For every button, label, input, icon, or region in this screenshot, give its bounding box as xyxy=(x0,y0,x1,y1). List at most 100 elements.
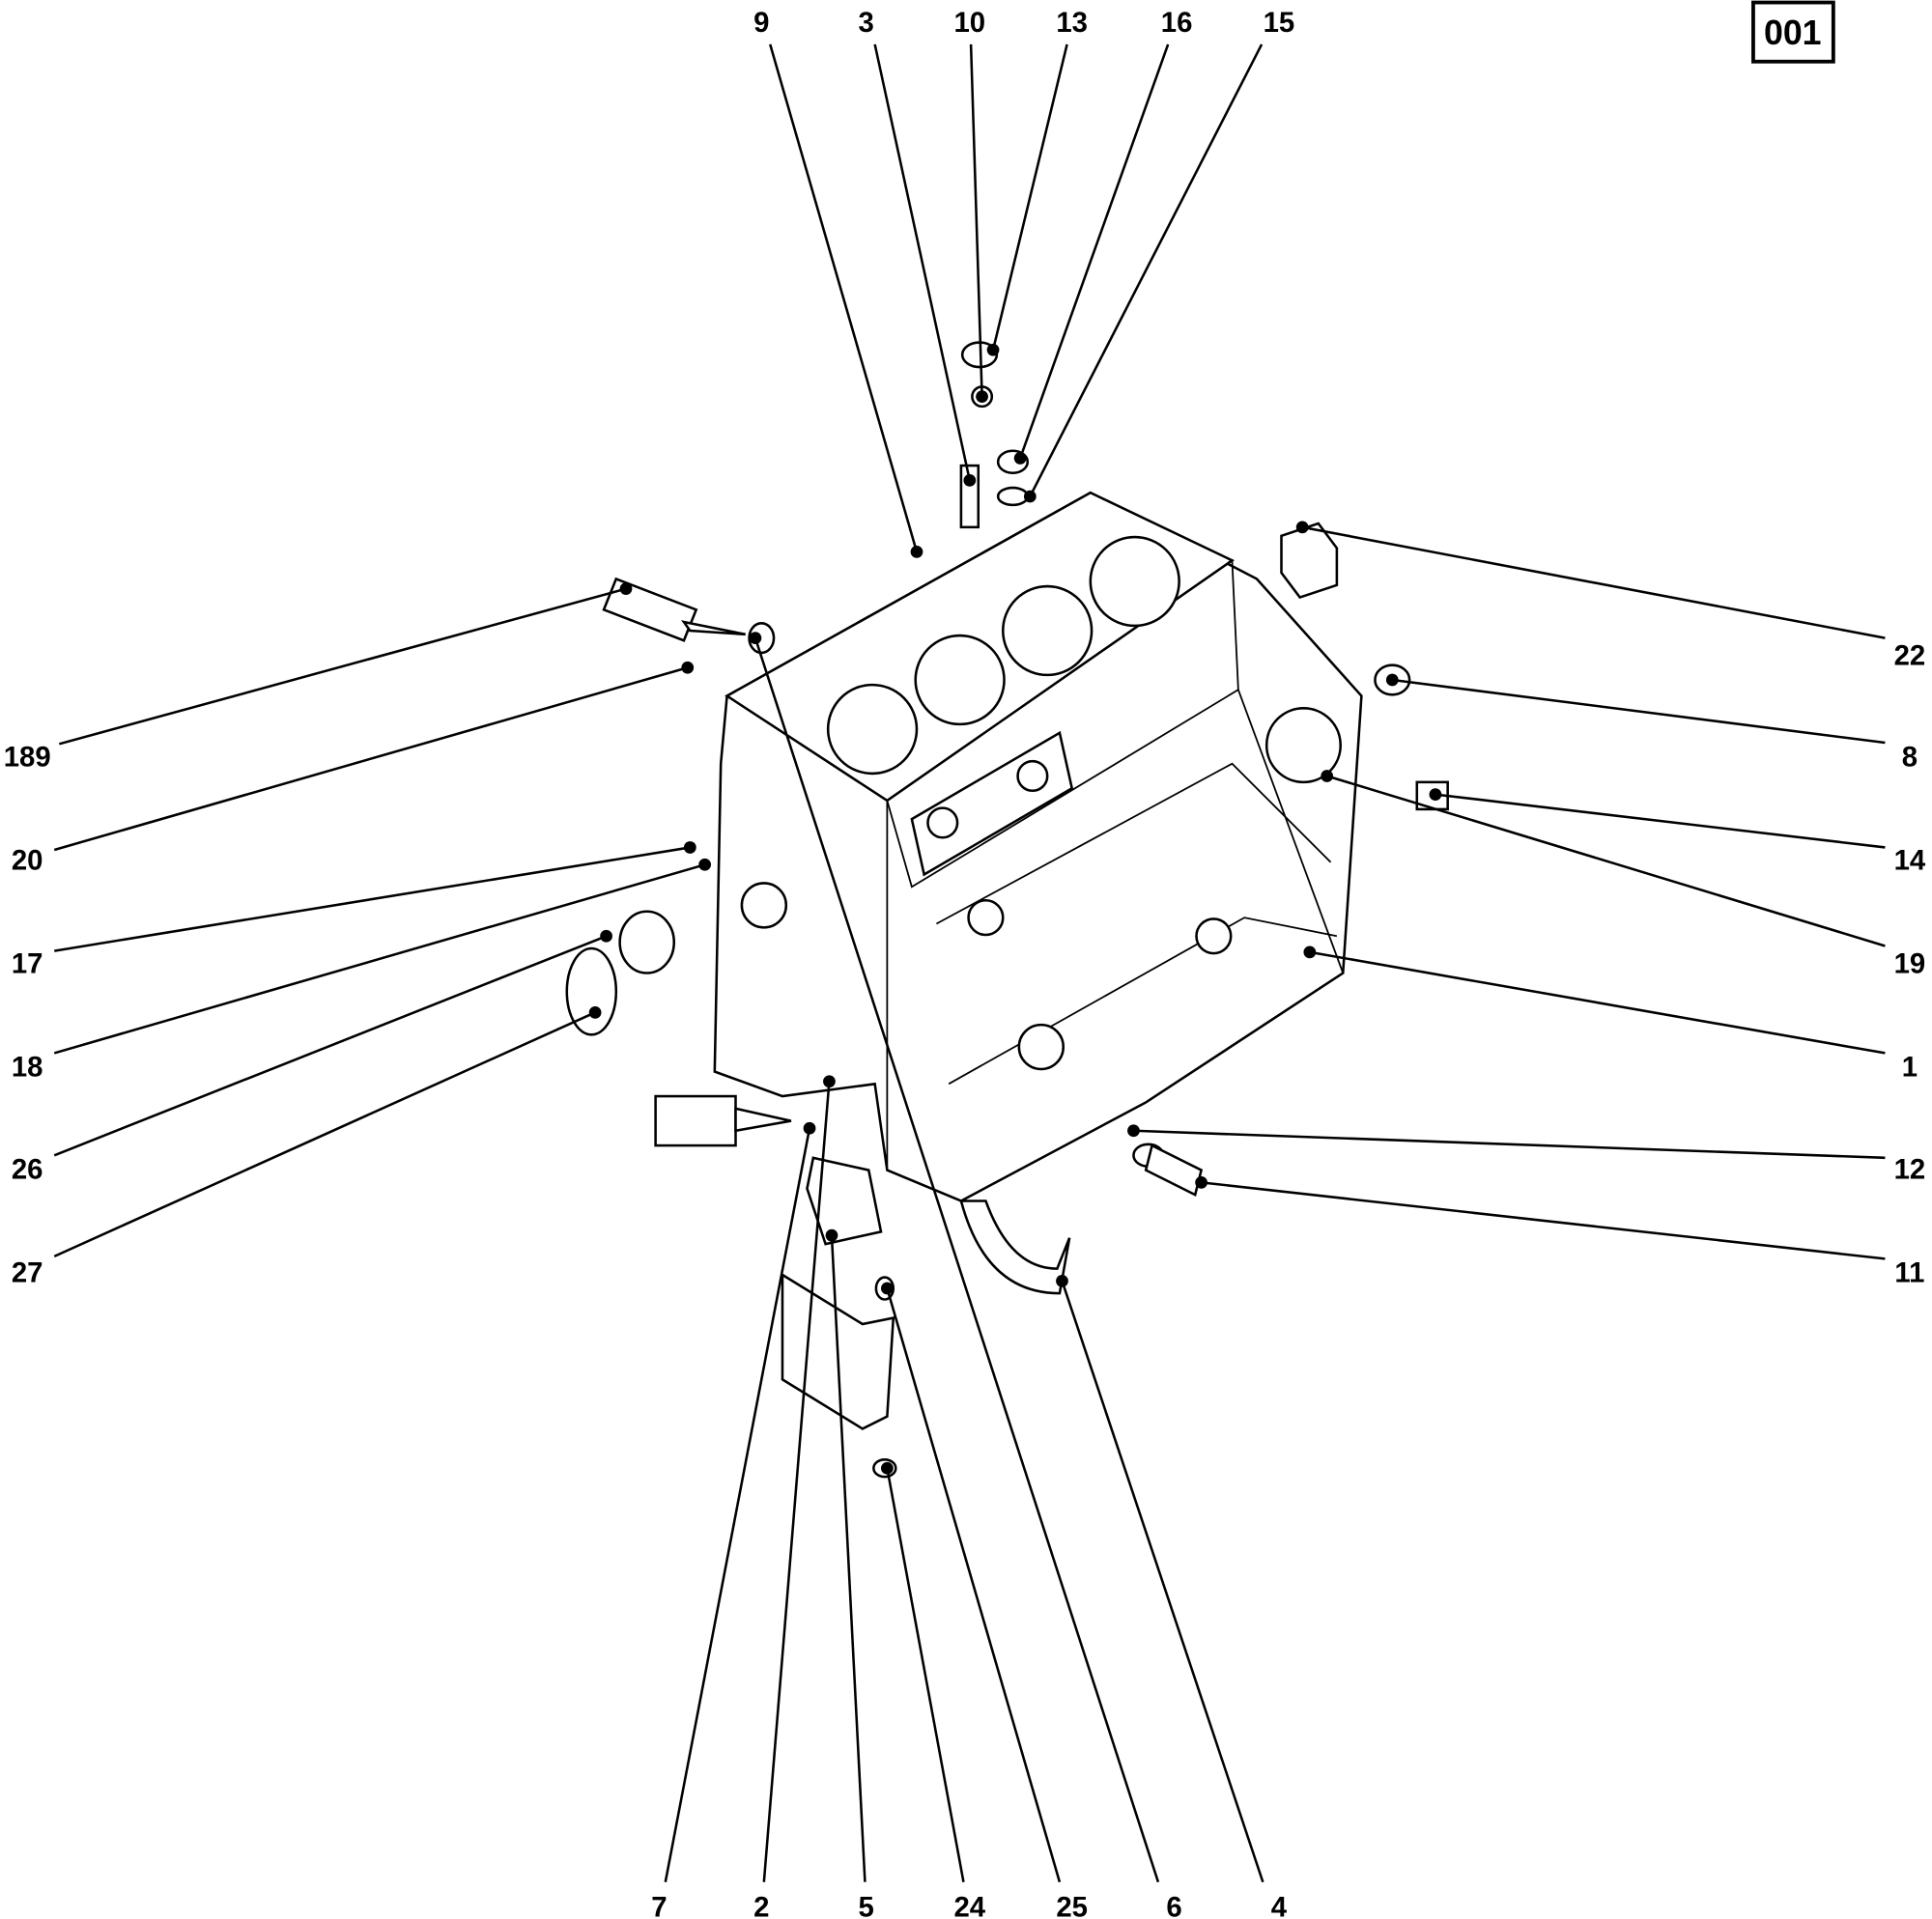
leader-line xyxy=(768,43,919,552)
callout-label[interactable]: 5 xyxy=(859,1891,874,1919)
leader-line xyxy=(1018,43,1170,459)
callout-5: 5 xyxy=(825,1228,874,1919)
leader-line xyxy=(1301,525,1886,639)
callout-label[interactable]: 12 xyxy=(1894,1154,1926,1186)
leader-line xyxy=(1326,775,1886,947)
engine-block xyxy=(713,491,1363,1202)
leader-dot xyxy=(1195,1175,1208,1189)
callout-27: 27 xyxy=(12,1005,602,1289)
leader-dot xyxy=(1429,788,1442,801)
leader-line xyxy=(969,43,983,397)
callout-9: 9 xyxy=(753,7,923,558)
callout-label[interactable]: 17 xyxy=(12,948,43,980)
callout-16: 16 xyxy=(1013,7,1193,465)
leader-dot xyxy=(1023,490,1037,503)
callout-4: 4 xyxy=(1056,1274,1288,1919)
leader-dot xyxy=(698,858,712,871)
leader-dot xyxy=(803,1121,816,1135)
callout-14: 14 xyxy=(1429,788,1926,876)
callout-label[interactable]: 26 xyxy=(12,1154,43,1186)
callout-label[interactable]: 2 xyxy=(753,1891,769,1919)
callout-label[interactable]: 13 xyxy=(1056,7,1088,39)
leader-line xyxy=(753,637,1160,1883)
callout-label[interactable]: 10 xyxy=(954,7,986,39)
leader-line xyxy=(59,587,627,746)
callout-11: 11 xyxy=(1195,1175,1924,1289)
callout-label[interactable]: 25 xyxy=(1056,1891,1088,1919)
leader-dot xyxy=(963,474,977,487)
leader-dot xyxy=(588,1005,602,1019)
leader-dot xyxy=(1013,452,1027,465)
callout-22: 22 xyxy=(1295,521,1926,672)
callout-label[interactable]: 189 xyxy=(4,741,51,773)
leader-line xyxy=(830,1235,867,1882)
leader-dot xyxy=(976,390,988,404)
callout-12: 12 xyxy=(1127,1124,1926,1186)
leader-line xyxy=(1435,793,1886,849)
leader-line xyxy=(1061,1280,1264,1883)
callout-label[interactable]: 7 xyxy=(651,1891,667,1919)
callout-label[interactable]: 24 xyxy=(954,1891,986,1919)
leader-dot xyxy=(910,545,923,558)
leader-line xyxy=(1133,1129,1886,1160)
leader-line xyxy=(53,666,689,852)
page-id: 001 xyxy=(1764,14,1822,52)
leader-line xyxy=(53,935,608,1157)
callout-8: 8 xyxy=(1385,673,1918,773)
callout-label[interactable]: 1 xyxy=(1902,1052,1918,1084)
callout-label[interactable]: 19 xyxy=(1894,948,1926,980)
leader-dot xyxy=(1303,945,1317,959)
leader-dot xyxy=(681,661,695,674)
leader-dot xyxy=(881,1282,894,1295)
callout-label[interactable]: 11 xyxy=(1894,1257,1924,1289)
leader-dot xyxy=(986,343,1000,356)
leader-dot xyxy=(600,929,612,943)
leader-dot xyxy=(1127,1124,1140,1138)
leader-dot xyxy=(825,1228,838,1242)
callout-label[interactable]: 15 xyxy=(1264,7,1295,39)
callout-label[interactable]: 9 xyxy=(753,7,769,39)
callout-label[interactable]: 3 xyxy=(859,7,874,39)
leader-line xyxy=(664,1127,811,1882)
leader-dot xyxy=(619,582,633,595)
callout-6: 6 xyxy=(749,632,1182,1919)
leader-dot xyxy=(1295,521,1309,534)
leader-dot xyxy=(881,1461,894,1475)
leader-line xyxy=(991,43,1068,351)
callout-label[interactable]: 16 xyxy=(1161,7,1193,39)
page-id-box: 001 xyxy=(1751,0,1835,64)
callout-24: 24 xyxy=(881,1461,986,1919)
callout-18: 18 xyxy=(12,858,712,1084)
leader-line xyxy=(1392,678,1886,745)
leader-dot xyxy=(749,632,762,645)
leader-dot xyxy=(1056,1274,1068,1287)
leader-dot xyxy=(683,841,696,854)
callout-label[interactable]: 4 xyxy=(1271,1891,1288,1919)
callout-1: 1 xyxy=(1303,945,1918,1084)
callout-189: 189 xyxy=(4,582,633,773)
leader-line xyxy=(873,43,972,481)
callout-10: 10 xyxy=(954,7,988,404)
callout-25: 25 xyxy=(881,1282,1088,1919)
leader-line xyxy=(1029,43,1264,497)
leader-line xyxy=(54,846,691,952)
leader-line xyxy=(886,1287,1062,1883)
callout-label[interactable]: 6 xyxy=(1166,1891,1181,1919)
callout-label[interactable]: 27 xyxy=(12,1257,43,1289)
callout-label[interactable]: 18 xyxy=(12,1052,43,1084)
callout-13: 13 xyxy=(986,7,1088,356)
callout-label[interactable]: 22 xyxy=(1894,640,1926,672)
callout-label[interactable]: 14 xyxy=(1894,844,1926,876)
callout-3: 3 xyxy=(859,7,977,487)
callout-2: 2 xyxy=(753,1075,836,1919)
leader-line xyxy=(1201,1181,1886,1260)
leader-line xyxy=(886,1467,965,1882)
leader-dot xyxy=(1321,770,1334,782)
leader-line xyxy=(53,863,705,1055)
leader-line xyxy=(762,1081,831,1882)
callout-label[interactable]: 8 xyxy=(1902,741,1918,773)
callout-label[interactable]: 20 xyxy=(12,844,43,876)
callout-7: 7 xyxy=(651,1121,816,1919)
